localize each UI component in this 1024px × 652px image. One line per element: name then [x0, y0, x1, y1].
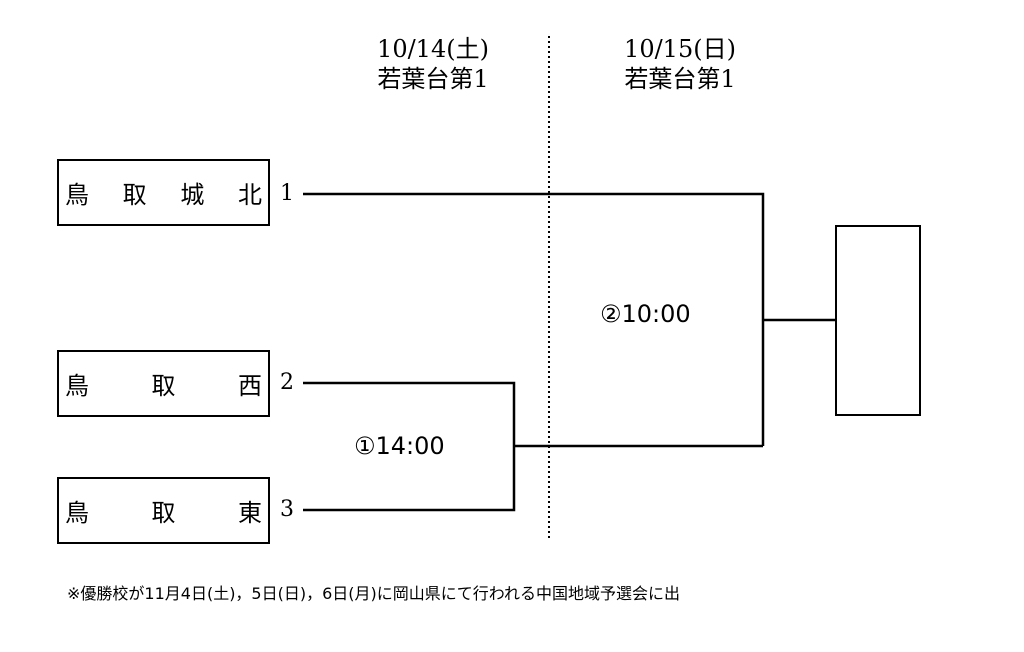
team-box-1: 鳥 取 城 北: [57, 159, 270, 226]
day1-header: 10/14(土) 若葉台第1: [313, 34, 553, 94]
team-3-char-2: 取: [151, 499, 176, 527]
seed-1: 1: [280, 181, 294, 206]
day1-date: 10/14(土): [377, 35, 489, 63]
day2-venue: 若葉台第1: [624, 65, 736, 93]
team-box-3: 鳥 取 東: [57, 477, 270, 544]
team-box-2: 鳥 取 西: [57, 350, 270, 417]
seed-3: 3: [280, 497, 294, 522]
team-2-char-2: 取: [151, 372, 176, 400]
team-3-char-1: 鳥: [65, 499, 89, 527]
team-1-char-1: 鳥: [65, 181, 89, 209]
winner-box: [835, 225, 921, 416]
team-2-char-1: 鳥: [65, 372, 89, 400]
seed-2: 2: [280, 370, 294, 395]
match-1-label: ①14:00: [354, 432, 445, 460]
team1-line: [303, 192, 765, 446]
match-2-label: ②10:00: [600, 300, 691, 328]
footnote: ※優勝校が11月4日(土)，5日(日)，6日(月)に岡山県にて行われる中国地域予…: [67, 584, 680, 603]
team-1-char-4: 北: [237, 181, 262, 209]
day2-date: 10/15(日): [624, 35, 736, 63]
team-1-char-2: 取: [122, 181, 147, 209]
day2-header: 10/15(日) 若葉台第1: [560, 34, 800, 94]
team-3-char-3: 東: [238, 499, 262, 527]
day1-venue: 若葉台第1: [377, 65, 489, 93]
team-1-char-3: 城: [180, 181, 205, 209]
team-2-char-3: 西: [238, 372, 262, 400]
